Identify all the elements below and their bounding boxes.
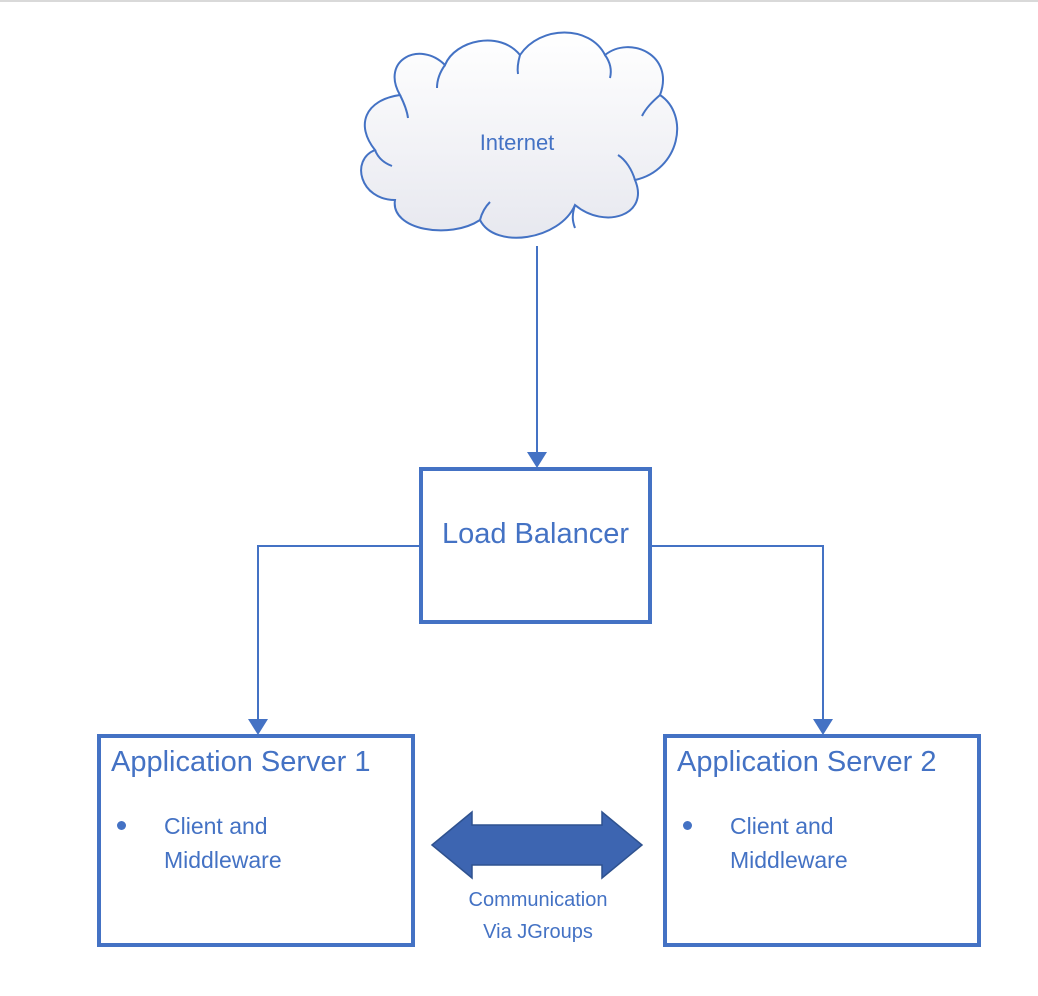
double-arrow-icon: [430, 810, 644, 880]
top-divider: [0, 0, 1038, 2]
server2-bullet-line2: Middleware: [730, 847, 848, 873]
application-server-2-box: Application Server 2 Client and Middlewa…: [663, 734, 981, 947]
internet-to-lb-arrow: [527, 246, 547, 468]
server1-bullet-line2: Middleware: [164, 847, 282, 873]
load-balancer-box: Load Balancer: [419, 467, 652, 624]
server2-bullet-icon: [683, 821, 692, 830]
load-balancer-label: Load Balancer: [441, 518, 630, 550]
server2-title: Application Server 2: [677, 746, 937, 778]
lb-to-server1-arrow: [248, 545, 421, 735]
server2-bullet-line1: Client and: [730, 813, 834, 839]
server1-bullet-line1: Client and: [164, 813, 268, 839]
cloud-icon: [360, 31, 679, 239]
server1-title: Application Server 1: [111, 746, 371, 778]
communication-line1: Communication: [468, 889, 608, 911]
lb-to-server2-arrow: [651, 545, 833, 735]
application-server-1-box: Application Server 1 Client and Middlewa…: [97, 734, 415, 947]
communication-label: Communication Via JGroups: [438, 884, 638, 948]
internet-label: Internet: [479, 130, 555, 155]
communication-line2: Via JGroups: [483, 921, 593, 943]
server1-bullet-icon: [117, 821, 126, 830]
